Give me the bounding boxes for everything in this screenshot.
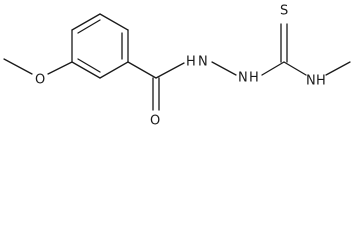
atom-hydrazide-n2: N	[238, 71, 248, 86]
chemical-structure: O O H N N H S N H	[3, 4, 351, 129]
bond-methyl-o	[3, 58, 33, 75]
bond-n1-n2	[211, 61, 237, 76]
bond-ring-carbonyl	[127, 61, 157, 79]
atom-methoxy-oxygen: O	[35, 73, 45, 88]
bond-carbonyl-n1	[155, 62, 185, 79]
bond-n2-thiocarbonyl	[261, 61, 285, 76]
bond-o-ring	[47, 61, 73, 75]
bond-thiocarbonyl-n	[283, 61, 307, 76]
atom-thione-sulfur: S	[280, 4, 288, 19]
atom-carbonyl-oxygen: O	[150, 114, 160, 129]
atom-amine-hydrogen: H	[316, 74, 326, 89]
atom-hydrazide-n2-h: H	[249, 71, 259, 86]
benzene-ring	[71, 13, 129, 79]
atom-hydrazide-n1-h: H	[186, 55, 196, 70]
atom-hydrazide-n1: N	[198, 55, 208, 70]
bond-n-methyl	[325, 61, 351, 76]
atom-amine-nitrogen: N	[306, 74, 316, 89]
